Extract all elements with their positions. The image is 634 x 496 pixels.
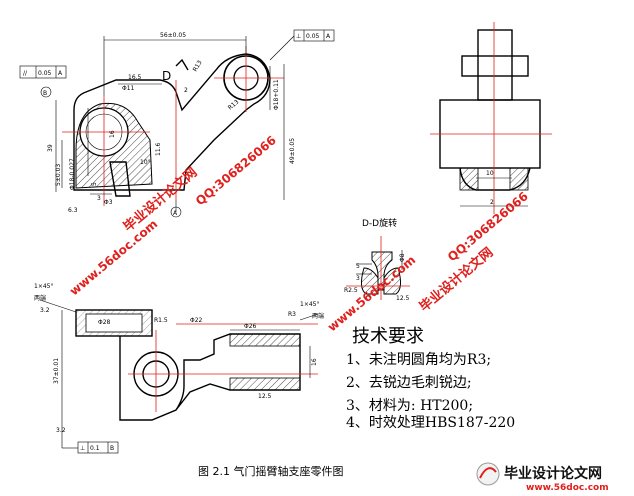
dim-16-bottom: 16 [311, 358, 318, 366]
dim-2: 2 [184, 87, 188, 94]
dim-phi3: Φ3 [104, 199, 113, 206]
svg-text:B: B [110, 445, 114, 452]
logo-url: www.56doc.com [526, 483, 609, 493]
svg-text:0.05: 0.05 [38, 70, 52, 77]
svg-text:A: A [326, 33, 331, 40]
datum-b: B [43, 90, 47, 97]
tolerance-frame-perp: ⊥ 0.05 A [269, 29, 335, 61]
requirement-item: 1、未注明圆角均为R3; [346, 352, 491, 368]
both-ends-left: 两端 [34, 294, 46, 302]
dim-phi18: Φ18-0.027 [69, 158, 76, 190]
svg-text:0.05: 0.05 [306, 33, 320, 40]
svg-text://: // [23, 70, 28, 77]
dim-49-tol: 49±0.05 [289, 138, 296, 164]
dd-dim-5: 5 [356, 263, 360, 270]
dim-5-tol: 5±0.03 [55, 164, 62, 186]
chamfer-left: 1×45° [34, 283, 53, 290]
watermark-qq: QQ:306826066 [193, 133, 279, 208]
dim-phi28: Φ28 [98, 319, 111, 326]
svg-text:A: A [58, 70, 63, 77]
svg-text:0.1: 0.1 [90, 445, 100, 452]
dim-phi22: Φ22 [190, 317, 203, 324]
dim-phi18-plus: Φ18+0.11 [273, 79, 280, 110]
dim-phi11: Φ11 [122, 85, 135, 92]
dd-dim-r2-5: R2.5 [344, 287, 358, 294]
dim-39: 39 [47, 144, 54, 152]
dim-r1-5: R1.5 [154, 317, 168, 324]
section-dd-title: D-D旋转 [362, 217, 397, 229]
dim-5: 5 [91, 182, 98, 186]
both-ends-right: 两端 [312, 312, 324, 320]
side-dim-2: 2 [490, 199, 494, 206]
requirement-item: 4、时效处理HBS187-220 [346, 415, 515, 431]
front-view [55, 36, 285, 212]
dd-dim-12-5: 12.5 [396, 295, 410, 302]
dim-r13-b: R13 [227, 98, 241, 111]
roughness-12-5: 12.5 [258, 393, 272, 400]
dim-37-tol: 37±0.01 [53, 358, 60, 384]
requirements-title: 技术要求 [352, 326, 424, 347]
dim-center-distance: 56±0.05 [160, 32, 186, 39]
svg-text:⊥: ⊥ [80, 445, 85, 452]
roughness-3-2-top: 3.2 [40, 307, 50, 314]
dim-11-6: 11.6 [155, 142, 162, 156]
requirement-item: 3、材料为: HT200; [346, 398, 473, 414]
roughness-3-2-bottom: 3.2 [56, 427, 66, 434]
dim-16-5: 16.5 [128, 74, 142, 81]
figure-caption: 图 2.1 气门摇臂轴支座零件图 [198, 464, 344, 478]
requirement-item: 2、去锐边毛刺锐边; [346, 375, 472, 391]
dim-r3: R3 [288, 311, 296, 318]
dd-dim-phi8: Φ8 [399, 253, 406, 262]
bottom-view-dims: 1×45° 两端 3.2 37±0.01 Φ28 R1.5 Φ22 Φ26 R3… [34, 283, 324, 434]
watermark-url: www.56doc.com [325, 253, 418, 335]
logo-title: 毕业设计论文网 [504, 465, 602, 482]
technical-requirements: 技术要求 1、未注明圆角均为R3; 2、去锐边毛刺锐边; 3、材料为: HT20… [346, 326, 515, 431]
chamfer-right: 1×45° [300, 301, 319, 308]
dim-r13-a: R13 [192, 59, 204, 73]
dim-3: 3 [97, 195, 101, 202]
dim-16: 16 [109, 130, 116, 138]
tolerance-frame-parallel: // 0.05 A [19, 65, 67, 79]
watermark-url: www.56doc.com [67, 217, 160, 299]
side-view: 10 2 [430, 22, 552, 214]
tolerance-frame-bottom: ⊥ 0.1 B [61, 432, 119, 454]
dd-dim-3: 3 [356, 275, 360, 282]
svg-text:⊥: ⊥ [296, 33, 301, 40]
datum-a: A [173, 210, 178, 217]
bottom-view [39, 299, 319, 432]
section-mark-d: D [162, 69, 171, 83]
dim-10deg: 10° [140, 159, 151, 166]
site-logo: 毕业设计论文网 www.56doc.com [476, 462, 609, 493]
section-dd: D-D旋转 5 3 Φ8 R2.5 12.5 [344, 217, 410, 302]
roughness-6-3: 6.3 [68, 207, 78, 214]
dim-phi26: Φ26 [244, 323, 257, 330]
side-dim-10: 10 [486, 170, 494, 177]
